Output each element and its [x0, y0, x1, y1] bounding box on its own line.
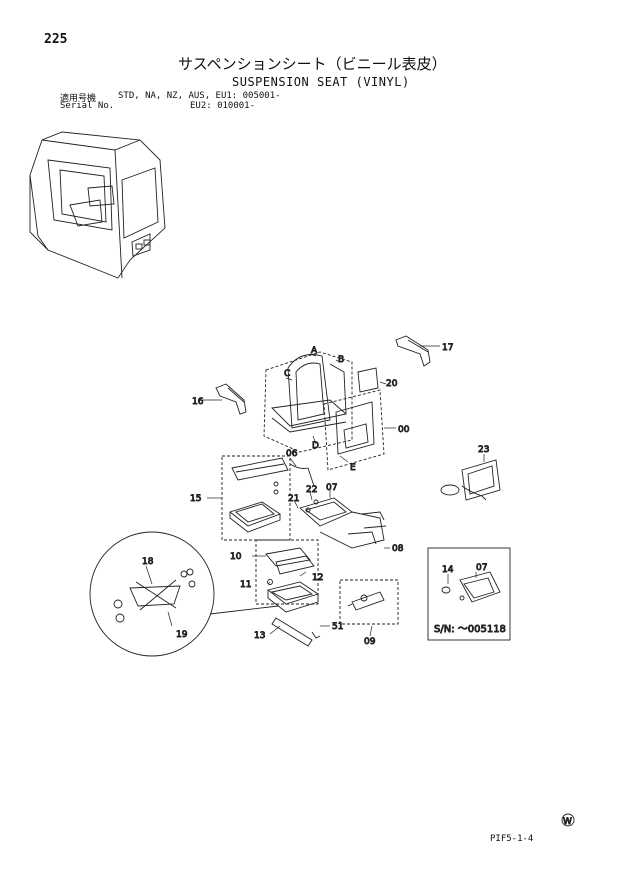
armrest-right [395, 335, 431, 367]
inset-box: S/N: ～005118 [427, 547, 511, 641]
callout-10: 10 [230, 552, 242, 562]
callout-00: 00 [398, 425, 410, 435]
callout-B: B [338, 355, 344, 365]
callout-14: 14 [442, 565, 454, 575]
item-23 [440, 459, 501, 501]
callout-11: 11 [240, 580, 251, 590]
callout-A: A [311, 346, 318, 356]
magnified-detail [89, 531, 279, 657]
callout-15: 15 [190, 494, 201, 504]
callout-E: E [350, 463, 356, 473]
manufacturer-mark: W [561, 813, 575, 827]
callout-06: 06 [286, 449, 298, 459]
lever-rod [271, 617, 313, 647]
callout-07-inset: 07 [476, 563, 487, 573]
callout-22: 22 [306, 485, 317, 495]
page-title-japanese: サスペンションシート（ビニール表皮） [178, 55, 447, 73]
applicable-models-value: STD, NA, NZ, AUS, EU1: 005001- [118, 91, 281, 101]
page-title-english: SUSPENSION SEAT (VINYL) [232, 75, 410, 89]
lower-mechanism [255, 539, 320, 613]
cable [289, 463, 315, 487]
callout-20: 20 [386, 379, 398, 389]
callout-21: 21 [288, 494, 299, 504]
cab-overview-sketch [29, 131, 166, 279]
leader-lines [145, 345, 485, 637]
callout-17: 17 [442, 343, 453, 353]
spring-group [339, 579, 399, 625]
callout-13: 13 [254, 631, 265, 641]
callout-07: 07 [326, 483, 337, 493]
serial-number-label: Serial No. [60, 101, 115, 111]
callout-51: 51 [332, 622, 343, 632]
callout-D: D [312, 441, 319, 451]
callout-16: 16 [192, 397, 204, 407]
callout-09: 09 [364, 637, 376, 647]
callout-12: 12 [312, 573, 323, 583]
figure-code: PIF5-1-4 [490, 834, 534, 844]
serial-note: S/N: ～005118 [434, 624, 506, 635]
callout-23: 23 [478, 445, 489, 455]
callout-labels: A B C D E 00 06 07 08 09 10 11 12 13 14 … [142, 343, 490, 648]
applicable-models-label: 適用号機 [60, 94, 97, 104]
suspension-base [299, 497, 387, 549]
seat-assembly-drawing [263, 351, 385, 471]
callout-C: C [284, 369, 290, 379]
bolt-51 [311, 631, 321, 639]
callout-18: 18 [142, 557, 154, 567]
slide-rail-group [221, 455, 291, 541]
page-number: 225 [44, 32, 68, 47]
serial-number-value: EU2: 010001- [190, 101, 256, 111]
armrest-left [215, 383, 247, 415]
callout-08: 08 [392, 544, 404, 554]
svg-text:W: W [563, 817, 572, 827]
callout-19: 19 [176, 630, 188, 640]
